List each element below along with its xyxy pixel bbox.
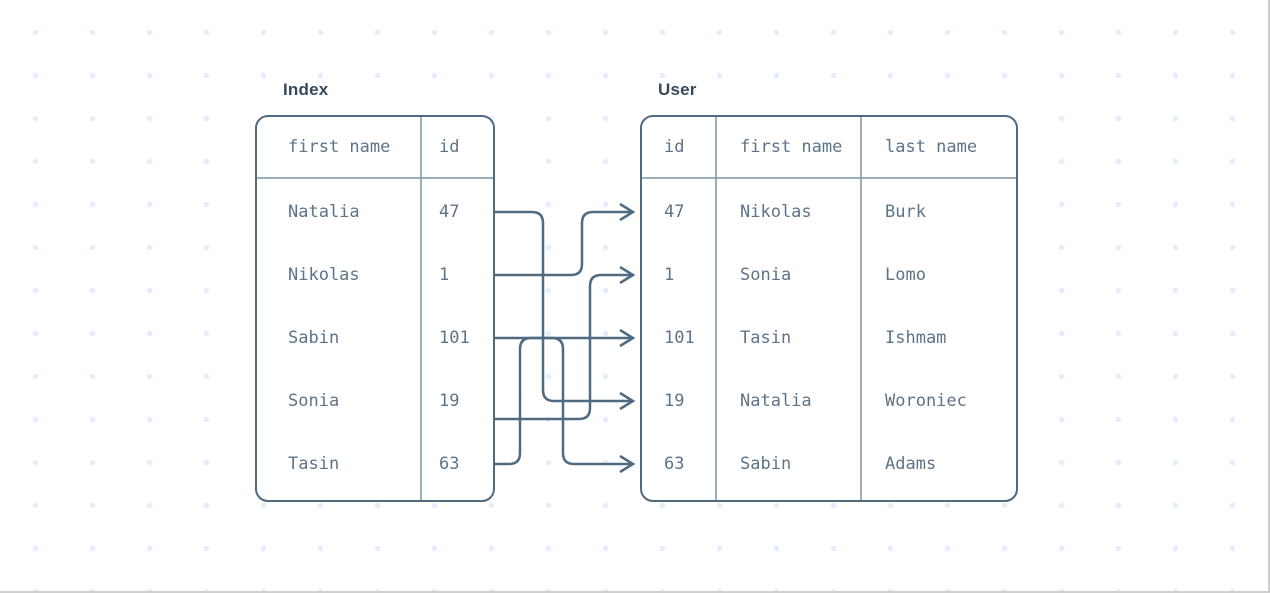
connector-arrow-sonia xyxy=(494,265,636,421)
user-table-row: 101 Tasin Ishmam xyxy=(642,307,1016,370)
connector-arrow-natalia xyxy=(494,210,636,411)
connector-arrow-tasin xyxy=(494,328,636,466)
user-cell-last-name: Lomo xyxy=(885,265,926,285)
index-cell-id: 63 xyxy=(439,454,460,474)
user-column-divider-2 xyxy=(860,117,862,500)
index-table: first name id Natalia 47 Nikolas 1 Sabin… xyxy=(255,115,495,502)
user-header-separator xyxy=(642,177,1016,179)
index-table-row: Sabin 101 xyxy=(257,307,493,370)
index-cell-id: 1 xyxy=(439,265,450,285)
user-cell-id: 47 xyxy=(664,202,685,222)
user-table-row: 63 Sabin Adams xyxy=(642,433,1016,496)
index-column-divider xyxy=(420,117,422,500)
index-cell-first-name: Sabin xyxy=(288,328,340,348)
connector-arrow-nikolas xyxy=(494,202,636,277)
user-cell-last-name: Ishmam xyxy=(885,328,947,348)
index-cell-first-name: Nikolas xyxy=(288,265,360,285)
index-table-row: Nikolas 1 xyxy=(257,244,493,307)
user-header-last-name: last name xyxy=(885,137,978,157)
index-cell-id: 19 xyxy=(439,391,460,411)
index-table-row: Sonia 19 xyxy=(257,370,493,433)
user-column-divider-1 xyxy=(715,117,717,500)
user-cell-first-name: Sabin xyxy=(740,454,792,474)
user-cell-last-name: Burk xyxy=(885,202,926,222)
user-table-row: 19 Natalia Woroniec xyxy=(642,370,1016,433)
user-header-id: id xyxy=(664,137,685,157)
index-table-title: Index xyxy=(283,80,329,99)
user-header-row: id first name last name xyxy=(642,117,1016,177)
index-cell-first-name: Tasin xyxy=(288,454,340,474)
index-cell-id: 47 xyxy=(439,202,460,222)
index-cell-first-name: Sonia xyxy=(288,391,340,411)
user-cell-id: 19 xyxy=(664,391,685,411)
index-header-row: first name id xyxy=(257,117,493,177)
user-header-first-name: first name xyxy=(740,137,843,157)
user-cell-first-name: Natalia xyxy=(740,391,812,411)
user-cell-id: 1 xyxy=(664,265,675,285)
user-cell-id: 101 xyxy=(664,328,695,348)
index-cell-first-name: Natalia xyxy=(288,202,360,222)
user-table-title: User xyxy=(658,80,697,99)
user-cell-first-name: Sonia xyxy=(740,265,792,285)
index-header-id: id xyxy=(439,137,460,157)
index-header-first-name: first name xyxy=(288,137,391,157)
connector-arrow-sabin xyxy=(494,336,636,474)
user-table-row: 1 Sonia Lomo xyxy=(642,244,1016,307)
user-cell-last-name: Woroniec xyxy=(885,391,967,411)
user-table: id first name last name 47 Nikolas Burk … xyxy=(640,115,1018,502)
index-header-separator xyxy=(257,177,493,179)
index-table-row: Natalia 47 xyxy=(257,181,493,244)
index-table-row: Tasin 63 xyxy=(257,433,493,496)
user-cell-id: 63 xyxy=(664,454,685,474)
user-cell-last-name: Adams xyxy=(885,454,937,474)
user-table-row: 47 Nikolas Burk xyxy=(642,181,1016,244)
user-cell-first-name: Nikolas xyxy=(740,202,812,222)
index-cell-id: 101 xyxy=(439,328,470,348)
user-cell-first-name: Tasin xyxy=(740,328,792,348)
